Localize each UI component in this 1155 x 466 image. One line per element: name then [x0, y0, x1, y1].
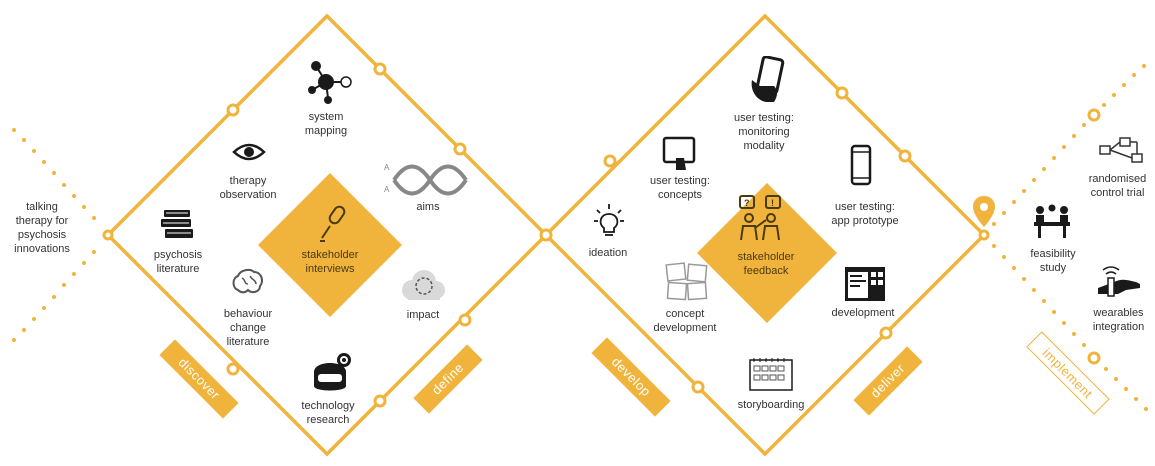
smartphone-hand-icon	[751, 56, 785, 102]
svg-text:?: ?	[744, 198, 750, 208]
smartphone-icon	[850, 144, 872, 186]
brain-icon	[232, 268, 263, 294]
intro-dotted-lines	[12, 128, 96, 342]
flowchart-icon	[1099, 137, 1143, 163]
storyboarding-label: storyboarding	[737, 399, 805, 411]
svg-text:A: A	[384, 163, 390, 172]
psychosis-literature-label: psychosis literature	[153, 249, 203, 275]
intro-label: talking therapy for psychosis innovation…	[14, 201, 70, 255]
implement-dotted-lines	[992, 64, 1148, 411]
svg-text:!: !	[771, 198, 774, 208]
aims-label: aims	[416, 201, 440, 213]
center-square-right	[697, 183, 837, 323]
concept-development-label: concept development	[653, 308, 717, 334]
therapy-observation-label: therapy observation	[219, 175, 277, 201]
tablet-touch-icon	[662, 136, 696, 170]
sketches-icon	[665, 262, 708, 301]
user-testing-concepts-label: user testing: concepts	[650, 175, 710, 201]
microphone-icon	[320, 205, 346, 242]
impact-label: impact	[406, 309, 440, 321]
people-discussion-icon: ?!	[739, 195, 781, 241]
books-icon	[161, 210, 193, 238]
dna-icon: AA	[384, 163, 468, 196]
code-window-icon	[845, 267, 885, 301]
eye-icon	[232, 143, 266, 161]
randomised-trial-label: randomised control trial	[1088, 173, 1147, 199]
stakeholder-interviews-label: stakeholder interviews	[301, 249, 359, 275]
svg-text:A: A	[384, 185, 390, 194]
lightbulb-icon	[594, 204, 624, 236]
behaviour-change-label: behaviour change literature	[223, 308, 273, 348]
cloud-icon	[402, 270, 445, 300]
center-square-left	[258, 173, 402, 317]
user-testing-monitoring-label: user testing: monitoring modality	[734, 112, 794, 152]
ideation-label: ideation	[588, 247, 628, 259]
user-testing-app-label: user testing: app prototype	[831, 201, 899, 227]
technology-research-label: technology research	[301, 400, 355, 426]
network-icon	[308, 61, 352, 104]
vr-headset-icon	[314, 353, 351, 391]
wearable-hand-icon	[1098, 266, 1140, 297]
stakeholder-feedback-label: stakeholder feedback	[737, 251, 795, 277]
storyboard-icon	[749, 358, 793, 391]
meeting-table-icon	[1034, 204, 1070, 238]
development-label: development	[831, 307, 895, 319]
system-mapping-label: system mapping	[304, 111, 348, 137]
location-pin-icon	[973, 196, 995, 227]
milestone-nodes	[102, 62, 1101, 408]
wearables-label: wearables integration	[1092, 307, 1145, 333]
feasibility-study-label: feasibility study	[1030, 248, 1076, 274]
